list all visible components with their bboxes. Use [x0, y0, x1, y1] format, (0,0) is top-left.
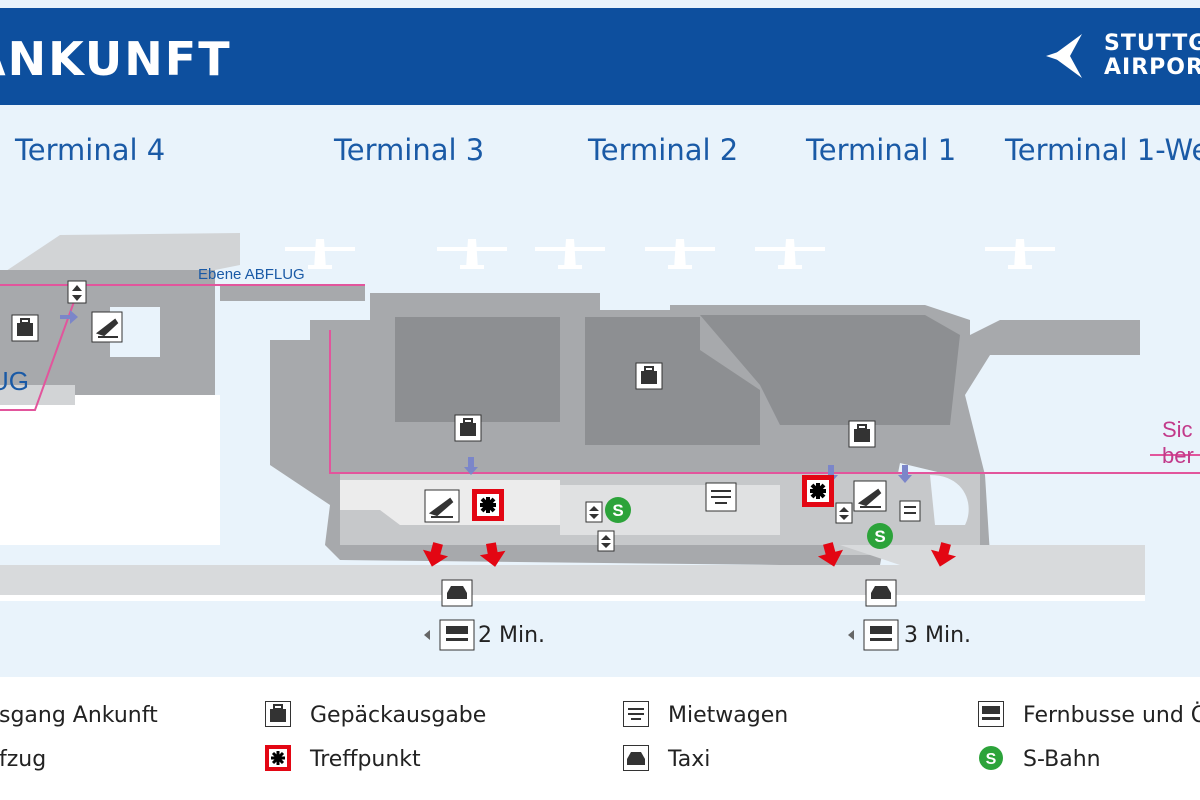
s-bahn-icons: S S [605, 497, 893, 549]
exit-arrow-icon [817, 542, 844, 567]
terminal-2-label: Terminal 2 [588, 133, 739, 167]
road [0, 565, 1145, 595]
arrival-icons [91, 311, 887, 523]
legend-baggage-claim: Gepäckausgabe [310, 703, 487, 728]
terminal-map: Terminal 4 Terminal 3 Terminal 2 Termina… [0, 105, 1200, 677]
baggage-claim-icon [848, 420, 876, 448]
taxi-icon [623, 745, 649, 771]
elevator-icon [597, 530, 615, 552]
svg-text:S: S [986, 751, 997, 768]
s-bahn-icon: S [979, 746, 1003, 770]
rental-car-icon [705, 482, 737, 512]
legend-rental-car: Mietwagen [668, 703, 789, 728]
terminal-4-label: Terminal 4 [15, 133, 166, 167]
security-label-line2: ber [1162, 443, 1194, 468]
elevator-icon [67, 280, 87, 304]
svg-text:S: S [612, 501, 623, 520]
taxi-icon [441, 579, 473, 607]
legend-s-bahn: S-Bahn [1023, 747, 1101, 772]
terminal-1-label: Terminal 1 [806, 133, 957, 167]
baggage-icons [11, 314, 876, 448]
security-label-line1: Sic [1162, 417, 1193, 442]
elevator-icons [67, 280, 921, 552]
walk-time-terminal-1: 3 Min. [904, 623, 972, 648]
exit-arrow-icon [930, 542, 957, 567]
baggage-claim-icon [454, 414, 482, 442]
airplane-icon [985, 239, 1055, 269]
taxi-icon [865, 579, 897, 607]
map-drawing: Ebene ABFLUG Sic ber UG [0, 233, 1200, 651]
exit-arrow-icon [422, 542, 449, 567]
airport-logo-icon [1046, 34, 1082, 78]
airplane-icon [645, 239, 715, 269]
bus-icon [863, 619, 899, 651]
bus-icon [439, 619, 475, 651]
airplane-icon [437, 239, 507, 269]
elevator-icon [585, 501, 603, 523]
legend: Ausgang Ankunft Aufzug Gepäckausgabe Tre… [0, 677, 1200, 800]
elevator-icon [899, 500, 921, 522]
meeting-point-icon [265, 745, 291, 771]
airplane-icon [285, 239, 355, 269]
s-bahn-icon: S [605, 497, 631, 523]
meeting-point-icon [472, 489, 504, 521]
terminal-3-label: Terminal 3 [334, 133, 485, 167]
direction-left-icon [848, 630, 854, 640]
baggage-claim-icon [635, 362, 663, 390]
airplane-icon [755, 239, 825, 269]
page-title: ANKUNFT [0, 32, 232, 86]
rental-car-icon [623, 701, 649, 727]
meeting-point-icon [802, 475, 834, 507]
arrival-exit-icon [424, 489, 460, 523]
meeting-point-icons [472, 475, 834, 521]
direction-left-icon [424, 630, 430, 640]
terminal-1-west-label: Terminal 1-West [1005, 133, 1200, 167]
legend-meeting-point: Treffpunkt [310, 747, 421, 772]
arrival-exit-icon [853, 480, 887, 512]
baggage-claim-icon [265, 701, 291, 727]
exit-arrows [422, 542, 957, 567]
legend-taxi: Taxi [668, 747, 711, 772]
bus-icon [978, 701, 1004, 727]
s-bahn-icon: S [867, 523, 893, 549]
transport-icons [424, 579, 899, 651]
elevator-icon [835, 502, 853, 524]
main-terminal-building [270, 293, 1140, 565]
aircraft-group [285, 239, 1055, 269]
arrival-exit-icon [91, 311, 123, 343]
svg-text:S: S [874, 527, 885, 546]
legend-elevator: Aufzug [0, 747, 47, 772]
partial-level-label: UG [0, 366, 29, 396]
level-label: Ebene ABFLUG [198, 266, 305, 283]
exit-arrow-icon [479, 542, 506, 567]
baggage-claim-icon [11, 314, 39, 342]
legend-arrival-exit: Ausgang Ankunft [0, 703, 158, 728]
legend-bus: Fernbusse und ÖPNV [1023, 703, 1200, 728]
airplane-icon [535, 239, 605, 269]
walk-time-terminal-3: 2 Min. [478, 623, 546, 648]
